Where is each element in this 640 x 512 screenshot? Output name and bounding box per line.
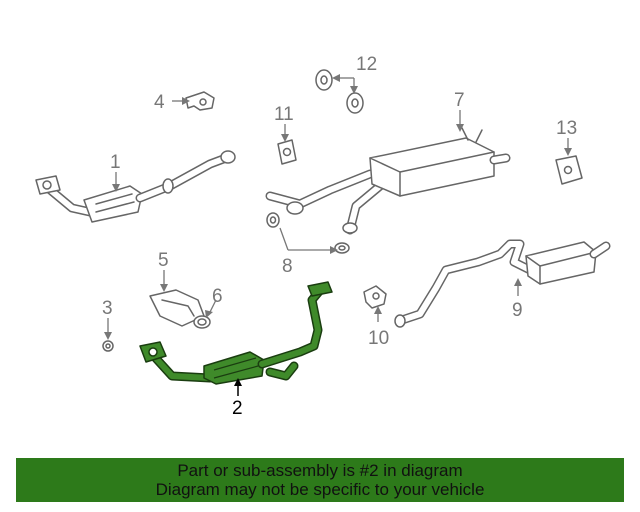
callout-13: 13 xyxy=(556,118,577,139)
part-11-hanger[interactable] xyxy=(277,139,297,165)
callout-6: 6 xyxy=(212,286,223,307)
callout-11: 11 xyxy=(274,104,294,125)
part-1-front-pipe[interactable] xyxy=(35,150,236,223)
part-7-center-muffler[interactable] xyxy=(265,127,511,235)
callout-4: 4 xyxy=(154,92,165,113)
part-6-clamp[interactable] xyxy=(193,315,211,329)
callout-9: 9 xyxy=(512,300,523,321)
leader-lines xyxy=(104,74,572,396)
callout-2: 2 xyxy=(232,398,243,419)
part-12-hangers[interactable] xyxy=(315,69,364,114)
part-8-gaskets[interactable] xyxy=(266,212,350,254)
callout-1: 1 xyxy=(110,152,121,173)
callout-10: 10 xyxy=(368,328,389,349)
callout-3: 3 xyxy=(102,298,113,319)
part-10-clamp[interactable] xyxy=(363,285,387,309)
callout-5: 5 xyxy=(158,250,169,271)
info-banner: Part or sub-assembly is #2 in diagram Di… xyxy=(16,458,624,502)
callout-labels: 1 2 3 4 5 6 7 8 9 10 11 12 13 xyxy=(102,54,577,419)
callout-8: 8 xyxy=(282,256,293,277)
callout-7: 7 xyxy=(454,90,465,111)
banner-line-2: Diagram may not be specific to your vehi… xyxy=(155,480,485,499)
part-4-bracket[interactable] xyxy=(185,91,215,111)
banner-line-1: Part or sub-assembly is #2 in diagram xyxy=(177,461,463,480)
part-13-hanger[interactable] xyxy=(555,155,583,185)
part-9-tail-muffler[interactable] xyxy=(394,239,611,328)
part-2-front-pipe-assembly[interactable] xyxy=(139,281,333,385)
part-3-gasket[interactable] xyxy=(102,340,114,352)
callout-12: 12 xyxy=(356,54,377,75)
